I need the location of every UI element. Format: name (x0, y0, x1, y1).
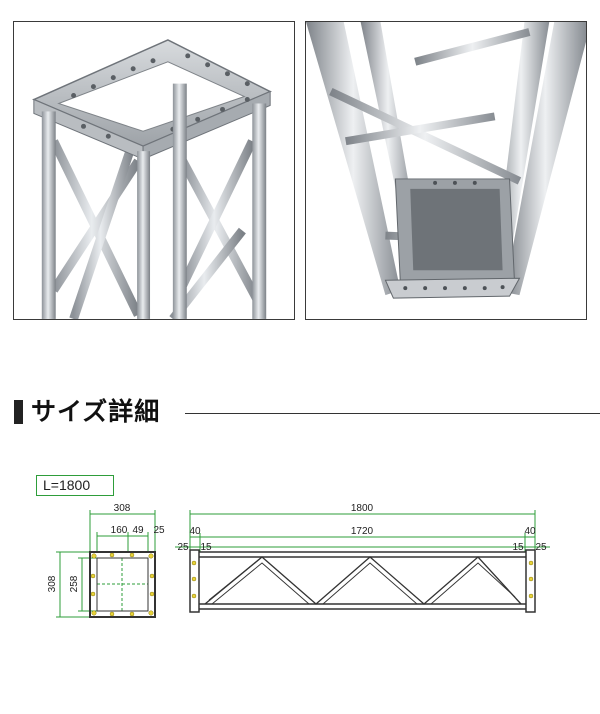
truss-end-icon (306, 22, 586, 299)
heading-bar (14, 400, 23, 424)
side-view: 1800 40 1720 40 25 15 15 25 (175, 503, 550, 613)
dim-inner-b: 49 (132, 525, 144, 536)
dim-inner-c: 25 (153, 525, 165, 536)
section-title: サイズ詳細 (31, 397, 161, 426)
dim-left-edge: 25 (177, 542, 189, 553)
dimension-drawing: 308 160 49 25 308 258 (47, 503, 550, 618)
dim-span: 1720 (351, 526, 374, 537)
dim-right-edge: 25 (535, 542, 547, 553)
section-heading: サイズ詳細 (14, 396, 600, 430)
dim-right-end: 40 (524, 526, 536, 537)
truss-end-photo (305, 21, 587, 320)
length-label: L=1800 (36, 475, 114, 496)
dim-width-top: 308 (114, 503, 131, 514)
dim-inner-a: 160 (111, 525, 128, 536)
truss-top-icon (31, 39, 272, 319)
dim-height-outer: 308 (47, 575, 58, 592)
dim-right-inner: 15 (512, 542, 524, 553)
heading-rule (185, 413, 600, 414)
dim-left-end: 40 (189, 526, 201, 537)
dim-total: 1800 (351, 503, 374, 514)
cross-section-view: 308 160 49 25 308 258 (47, 503, 165, 618)
truss-top-photo (13, 21, 295, 320)
dim-left-inner: 15 (200, 542, 212, 553)
dim-height-inner: 258 (69, 575, 80, 592)
